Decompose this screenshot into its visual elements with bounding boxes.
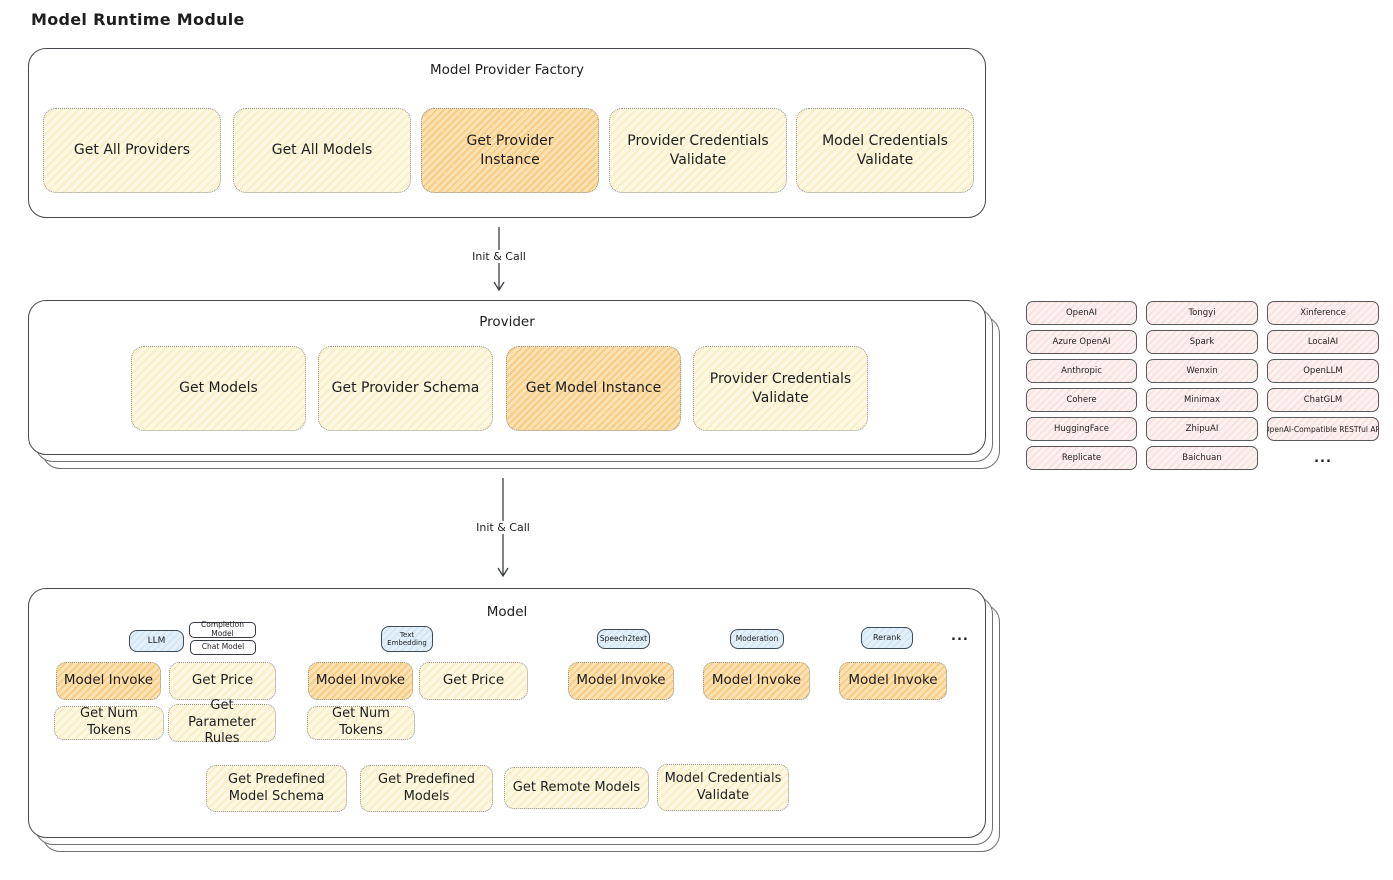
node-embedding-get-num-tokens[interactable]: Get Num Tokens [307,706,415,740]
provider-openllm[interactable]: OpenLLM [1267,359,1379,383]
node-llm-get-parameter-rules[interactable]: Get Parameter Rules [168,698,276,746]
model-title: Model [486,604,528,620]
tab-moderation[interactable]: Moderation [730,629,784,649]
provider-openai-compatible-restful-api[interactable]: OpenAI-Compatible RESTful API [1267,417,1379,441]
node-provider-credentials-validate[interactable]: Provider Credentials Validate [609,108,787,193]
arrow-label-init-call-2: Init & Call [470,521,536,534]
node-llm-get-price[interactable]: Get Price [169,662,276,700]
provider-title: Provider [479,314,535,330]
tabs-more-ellipsis: ... [951,629,969,644]
node-embedding-get-price[interactable]: Get Price [419,662,528,700]
node-rerank-model-invoke[interactable]: Model Invoke [839,662,947,700]
node-get-provider-instance[interactable]: Get Provider Instance [421,108,599,193]
provider-wenxin[interactable]: Wenxin [1146,359,1258,383]
provider-replicate[interactable]: Replicate [1026,446,1137,470]
node-model-credentials-validate-2[interactable]: Model Credentials Validate [657,764,789,811]
tab-speech2text[interactable]: Speech2text [597,629,650,649]
tab-completion-model[interactable]: Completion Model [189,621,256,638]
provider-localai[interactable]: LocalAI [1267,330,1379,354]
providers-grid: OpenAI Tongyi Xinference Azure OpenAI Sp… [1026,301,1379,470]
node-get-predefined-model-schema[interactable]: Get Predefined Model Schema [206,765,347,812]
node-speech2text-model-invoke[interactable]: Model Invoke [568,662,674,700]
model-box: Model LLM Completion Model Chat Model Te… [28,588,986,838]
node-embedding-model-invoke[interactable]: Model Invoke [308,662,413,700]
node-get-provider-schema[interactable]: Get Provider Schema [318,346,493,431]
provider-zhipuai[interactable]: ZhipuAI [1146,417,1258,441]
provider-spark[interactable]: Spark [1146,330,1258,354]
tab-rerank[interactable]: Rerank [861,627,913,649]
node-get-remote-models[interactable]: Get Remote Models [504,767,649,809]
provider-baichuan[interactable]: Baichuan [1146,446,1258,470]
factory-box: Model Provider Factory Get All Providers… [28,48,986,218]
node-get-predefined-models[interactable]: Get Predefined Models [360,765,493,812]
page-title: Model Runtime Module [31,10,245,29]
node-model-credentials-validate[interactable]: Model Credentials Validate [796,108,974,193]
provider-tongyi[interactable]: Tongyi [1146,301,1258,325]
provider-chatglm[interactable]: ChatGLM [1267,388,1379,412]
provider-azure-openai[interactable]: Azure OpenAI [1026,330,1137,354]
tab-llm[interactable]: LLM [129,630,184,652]
node-llm-model-invoke[interactable]: Model Invoke [56,662,161,700]
node-llm-get-num-tokens[interactable]: Get Num Tokens [54,706,164,740]
node-get-all-models[interactable]: Get All Models [233,108,411,193]
providers-more-ellipsis: ... [1314,450,1332,466]
tab-text-embedding[interactable]: Text Embedding [381,626,433,652]
node-get-models[interactable]: Get Models [131,346,306,431]
factory-title: Model Provider Factory [429,62,584,78]
provider-anthropic[interactable]: Anthropic [1026,359,1137,383]
provider-cohere[interactable]: Cohere [1026,388,1137,412]
provider-box: Provider Get Models Get Provider Schema … [28,300,986,455]
node-get-model-instance[interactable]: Get Model Instance [506,346,681,431]
provider-minimax[interactable]: Minimax [1146,388,1258,412]
node-provider-credentials-validate-2[interactable]: Provider Credentials Validate [693,346,868,431]
provider-openai[interactable]: OpenAI [1026,301,1137,325]
provider-xinference[interactable]: Xinference [1267,301,1379,325]
node-get-all-providers[interactable]: Get All Providers [43,108,221,193]
provider-huggingface[interactable]: HuggingFace [1026,417,1137,441]
node-moderation-model-invoke[interactable]: Model Invoke [703,662,810,700]
arrow-label-init-call-1: Init & Call [466,250,532,263]
tab-chat-model[interactable]: Chat Model [190,640,256,655]
